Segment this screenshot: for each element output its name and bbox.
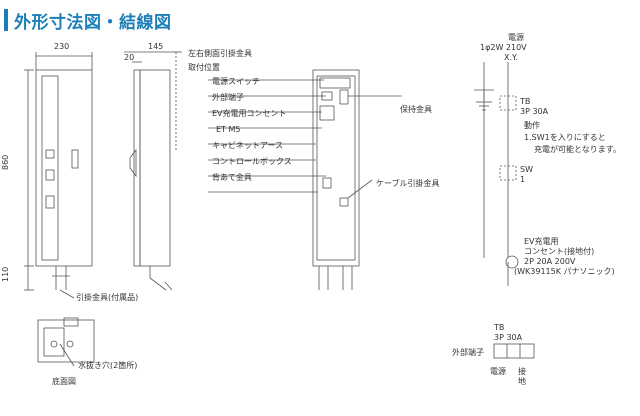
ev-outlet-symbol [505, 255, 519, 269]
terminal-block [493, 343, 535, 359]
wiring-ev-title: EV充電用 [524, 236, 559, 246]
front-handle [71, 149, 79, 169]
dim-depth: 145 [148, 42, 163, 51]
wiring-sw-num: 1 [520, 175, 525, 184]
front-cabinet-outline [35, 69, 93, 267]
terminal-power: 電源 [490, 367, 506, 376]
wiring-xy: X.Y. [504, 53, 518, 62]
label-mount-pos: 取付位置 [188, 62, 220, 72]
wiring-action: 動作 [524, 120, 540, 130]
wiring-ev-3: (WK39115K パナソニック) [514, 267, 615, 276]
label-ext-terminal: 外部端子 [212, 92, 244, 102]
bottom-outline [37, 319, 95, 363]
side-cabinet-outline [139, 69, 171, 267]
terminal-label: 外部端子 [452, 347, 484, 357]
wiring-ev-1: コンセント(接地付) [524, 246, 594, 256]
label-cable-hook: ケーブル引掛金具 [376, 178, 440, 188]
ev-outlet [319, 105, 335, 121]
dim-offset: 20 [124, 53, 134, 62]
label-side-bracket: 左右側面引掛金具 [188, 48, 252, 58]
label-et-m5: ET M5 [216, 125, 240, 134]
dim-base-height: 110 [1, 267, 10, 282]
title-accent-bar [4, 9, 8, 31]
control-box [322, 177, 332, 189]
power-switch [319, 77, 351, 89]
label-back-bracket: 背あて金具 [212, 172, 252, 182]
label-control-box: コントロールボックス [212, 157, 292, 166]
wiring-ev-2: 2P 20A 200V [524, 257, 576, 266]
dim-width-front: 230 [54, 42, 69, 51]
wiring-action-2: 充電が可能となります。 [534, 144, 621, 154]
terminal-earth-1: 接 [518, 366, 526, 376]
wiring-action-1: 1.SW1を入りにすると [524, 133, 606, 142]
section-title: 外形寸法図・結線図 [0, 6, 172, 34]
interior-cabinet-outline [312, 69, 360, 267]
label-drain-hole: 水抜き穴(2箇所) [78, 360, 137, 370]
wiring-tb: TB [519, 97, 530, 106]
dim-height: 860 [1, 155, 10, 170]
side-stand [149, 266, 167, 291]
wiring-diagram [474, 62, 519, 286]
side-view [124, 51, 177, 291]
label-cabinet-earth: キャビネットアース [212, 141, 283, 150]
wiring-sw: SW [520, 165, 533, 174]
wiring-power: 電源 [508, 33, 524, 42]
wiring-tb-rating: 3P 30A [520, 107, 549, 116]
bottom-view [37, 317, 95, 363]
interior-view [312, 69, 360, 290]
terminal-tb: TB [493, 323, 504, 332]
front-stand [52, 266, 70, 290]
label-power-switch: 電源スイッチ [212, 77, 260, 86]
terminal-tb-rating: 3P 30A [494, 333, 523, 342]
label-hook-bracket: 引掛金具(付属品) [76, 292, 138, 302]
label-holding-bracket: 保持金具 [400, 104, 432, 114]
front-view [24, 52, 93, 291]
leader-lines [59, 51, 402, 367]
front-window [41, 75, 59, 261]
label-ev-outlet: EV充電用コンセント [212, 108, 287, 118]
wiring-supply: 1φ2W 210V [480, 43, 527, 52]
label-bottom-view: 底面図 [52, 376, 76, 386]
title-text: 外形寸法図・結線図 [14, 12, 172, 33]
terminal-earth-2: 地 [518, 376, 526, 386]
